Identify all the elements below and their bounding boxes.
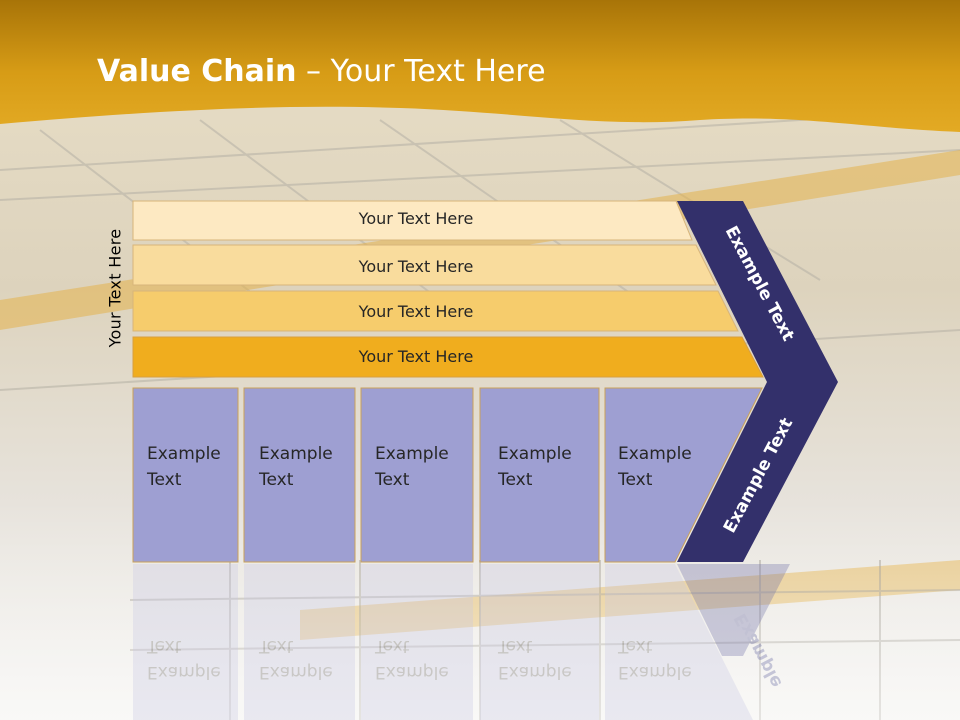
row-bar-4	[132, 336, 764, 378]
row-bar-3	[132, 290, 739, 332]
chevron-arrow	[677, 201, 838, 562]
row-label-3: Your Text Here	[358, 302, 474, 321]
box-1-line2: Text	[146, 470, 182, 490]
box-2-line1: Example	[259, 444, 333, 464]
example-box-4	[479, 387, 600, 563]
svg-text:Text: Text	[497, 636, 533, 656]
title-rest: – Your Text Here	[296, 54, 546, 89]
box-1-line1: Example	[147, 444, 221, 464]
row-bar-1	[132, 200, 693, 241]
example-box-2	[243, 387, 356, 563]
box-4-line1: Example	[498, 444, 572, 464]
svg-text:Text: Text	[258, 636, 294, 656]
row-label-4: Your Text Here	[358, 347, 474, 366]
box-5-line1: Example	[618, 444, 692, 464]
svg-text:Text: Text	[374, 636, 410, 656]
example-box-5	[604, 387, 763, 563]
example-box-1	[132, 387, 239, 563]
svg-text:Example: Example	[259, 662, 333, 682]
svg-text:Example: Example	[618, 662, 692, 682]
box-2-line2: Text	[258, 470, 294, 490]
box-3-line1: Example	[375, 444, 449, 464]
svg-text:Text: Text	[146, 636, 182, 656]
box-4-line2: Text	[497, 470, 533, 490]
box-3-line2: Text	[374, 470, 410, 490]
svg-text:Example: Example	[498, 662, 572, 682]
svg-text:Text: Text	[617, 636, 653, 656]
example-box-3	[360, 387, 474, 563]
row-label-2: Your Text Here	[358, 257, 474, 276]
svg-text:Example: Example	[375, 662, 449, 682]
row-label-1: Your Text Here	[358, 209, 474, 228]
diagram-reflection: Example Text Example Text Example Text Exam…	[133, 564, 790, 720]
page-title: Value Chain – Your Text Here	[97, 54, 546, 89]
header-band	[0, 0, 960, 132]
box-5-line2: Text	[617, 470, 653, 490]
svg-text:Example: Example	[147, 662, 221, 682]
row-bar-2	[132, 244, 717, 286]
title-bold: Value Chain	[97, 54, 297, 89]
